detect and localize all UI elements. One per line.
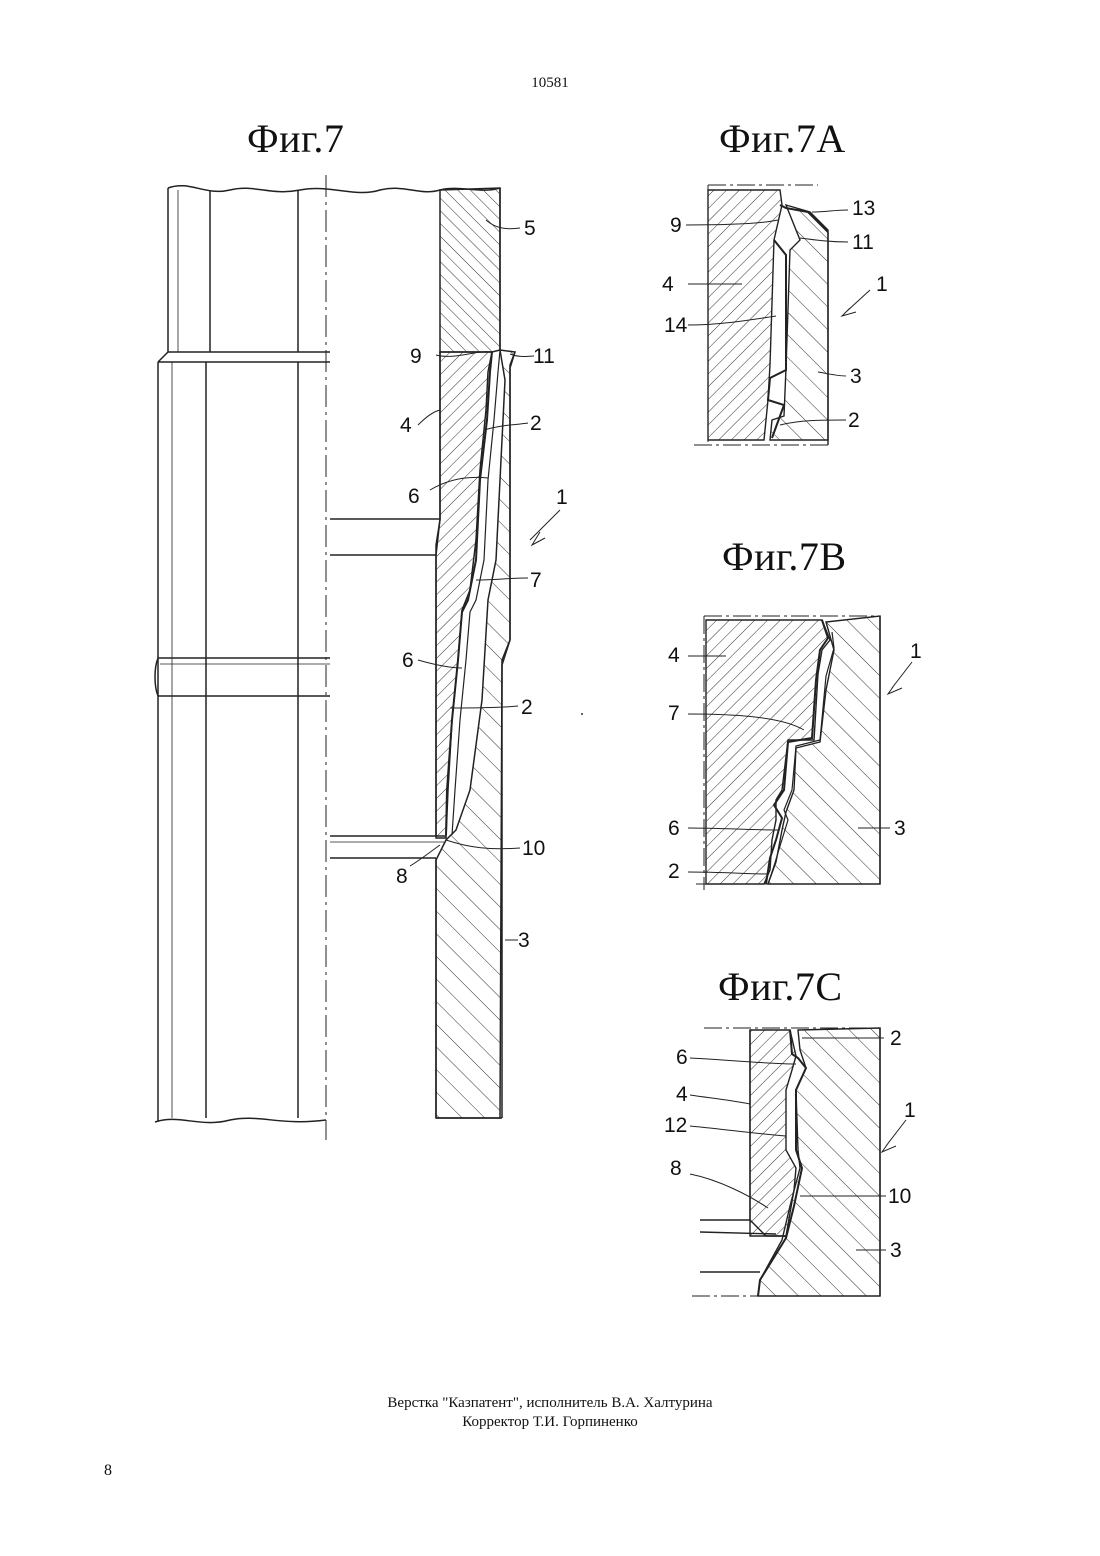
fig7a-label-2: 2 (848, 410, 860, 431)
fig7a-label-3: 3 (850, 366, 862, 387)
fig7c-drawing (692, 1028, 880, 1296)
fig7c-label-1: 1 (904, 1100, 916, 1121)
fig7-label-3: 3 (518, 930, 530, 951)
fig7a-label-13: 13 (852, 198, 875, 219)
fig7a-label-11: 11 (852, 232, 874, 253)
fig7-label-5: 5 (524, 218, 536, 239)
fig7c-label-3: 3 (890, 1240, 902, 1261)
fig7-label-10: 10 (522, 838, 545, 859)
fig7a-label-14: 14 (664, 315, 687, 336)
fig7-label-8: 8 (396, 866, 408, 887)
fig7b-label-2: 2 (668, 861, 680, 882)
fig7b-label-1: 1 (910, 641, 922, 662)
fig7-label-9: 9 (410, 346, 422, 367)
fig7c-label-8: 8 (670, 1158, 682, 1179)
footer-credits: Верстка "Казпатент", исполнитель В.А. Ха… (0, 1394, 1100, 1432)
fig7a-drawing (694, 185, 830, 445)
footer-layout-credit: Верстка "Казпатент", исполнитель В.А. Ха… (0, 1394, 1100, 1413)
fig7c-label-4: 4 (676, 1084, 688, 1105)
fig7b-label-3: 3 (894, 818, 906, 839)
fig7-label-2-lower: 2 (521, 697, 533, 718)
fig7b-drawing (696, 616, 880, 890)
fig7b-label-4: 4 (668, 645, 680, 666)
fig7-label-7: 7 (530, 570, 542, 591)
fig7a-label-4: 4 (662, 274, 674, 295)
fig7a-label-1: 1 (876, 274, 888, 295)
fig7c-label-12: 12 (664, 1115, 687, 1136)
fig7-label-6-lower: 6 (402, 650, 414, 671)
page-number: 8 (104, 1462, 112, 1480)
fig7-drawing (155, 175, 515, 1140)
fig7-label-2-upper: 2 (530, 413, 542, 434)
fig7-label-1: 1 (556, 487, 568, 508)
fig7c-label-10: 10 (888, 1186, 911, 1207)
fig7c-label-6: 6 (676, 1047, 688, 1068)
fig7-label-6-upper: 6 (408, 486, 420, 507)
fig7b-label-7: 7 (668, 703, 680, 724)
footer-proofreader-credit: Корректор Т.И. Горпиненко (0, 1413, 1100, 1432)
fig7b-label-6: 6 (668, 818, 680, 839)
fig7a-label-9: 9 (670, 215, 682, 236)
fig7-label-11: 11 (533, 346, 555, 367)
fig7c-label-2: 2 (890, 1028, 902, 1049)
fig7-label-4: 4 (400, 415, 412, 436)
